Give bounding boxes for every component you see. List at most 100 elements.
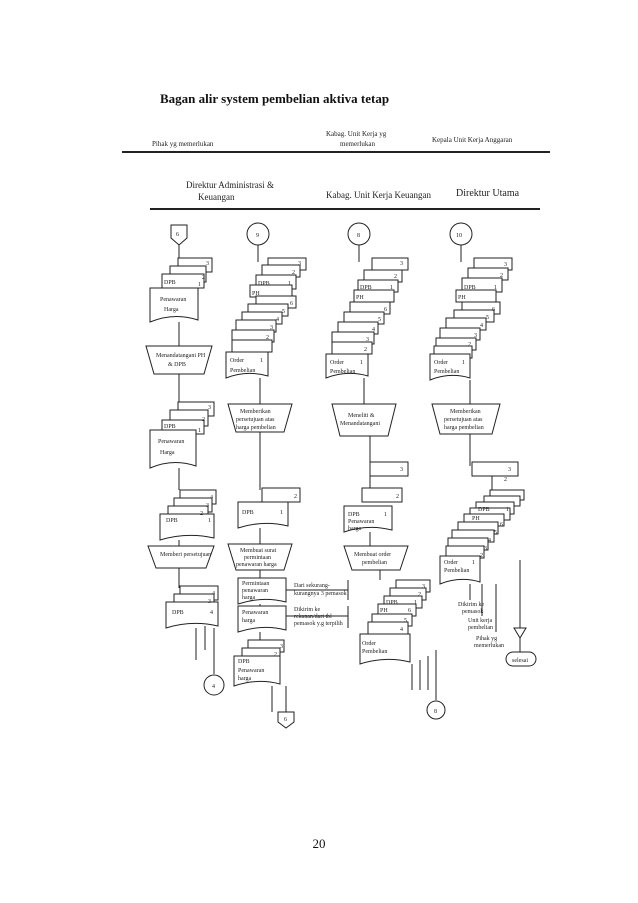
lane-kabag-keuangan xyxy=(325,222,446,720)
copy-number: 1 xyxy=(208,518,211,524)
header-kabag-unit: Kabag. Unit Kerja yg xyxy=(326,130,387,138)
copy-number: 3 xyxy=(508,467,511,473)
doc-label: harga xyxy=(238,676,252,682)
process-label: Menandatangani xyxy=(340,421,380,427)
document-shape xyxy=(225,351,269,379)
annotation: pemasok xyxy=(462,609,483,615)
doc-label: Permintaan xyxy=(242,581,269,587)
lane-header-3: Direktur Utama xyxy=(456,188,520,199)
copy-number: 3 xyxy=(206,503,209,509)
document-shape xyxy=(429,353,471,381)
copy-number: 1 xyxy=(280,510,283,516)
doc-label: DPB xyxy=(360,285,372,291)
connector-label: 4 xyxy=(212,684,215,690)
doc-label: Penawaran xyxy=(242,610,268,616)
process-label: Meneliti & xyxy=(348,413,375,419)
copy-number: 1 xyxy=(390,285,393,291)
copy-number: 1 xyxy=(384,512,387,518)
copy-number: 3 xyxy=(270,325,273,331)
process-label: & DPB xyxy=(168,362,186,368)
doc-label: harga xyxy=(242,595,256,601)
doc-label: Penawaran xyxy=(348,519,374,525)
document-shape xyxy=(237,501,289,529)
doc-label: Pembelian xyxy=(230,368,255,374)
document-shape xyxy=(165,601,219,629)
connector-circle xyxy=(203,674,225,696)
process-shape xyxy=(147,545,215,569)
lane-header-1b: Keuangan xyxy=(198,192,235,202)
annotation: memerlukan xyxy=(474,643,504,649)
document-shape xyxy=(325,353,369,379)
process-label: persetujuan atas xyxy=(444,417,483,423)
doc-label: Order xyxy=(230,358,244,364)
process-label: Memberi persetujuan xyxy=(160,552,211,558)
process-label: persetujuan atas xyxy=(236,417,275,423)
doc-label: Pembelian xyxy=(434,369,459,375)
copy-number: 6 xyxy=(290,301,293,307)
annotation: rekanan/dari tbl xyxy=(294,614,332,620)
process-shape xyxy=(343,545,409,571)
copy-number: 3 xyxy=(298,261,301,267)
copy-number: 5 xyxy=(404,618,407,624)
doc-label: Penawaran xyxy=(160,297,186,303)
copy-number: 4 xyxy=(372,327,375,333)
annotation: pembelian xyxy=(468,625,493,631)
doc-label: PH xyxy=(472,516,480,522)
process-label: Membuat surat xyxy=(240,548,276,554)
annotation: Dikirim ke xyxy=(458,602,484,608)
connector-circle xyxy=(426,700,446,720)
process-label: pembelian xyxy=(362,560,387,566)
copy-number: 5 xyxy=(378,317,381,323)
doc-label: Harga xyxy=(160,450,175,456)
process-label: Membuat order xyxy=(354,552,391,558)
document-shape xyxy=(149,287,199,323)
copy-number: 1 xyxy=(288,281,291,287)
copy-number: 3 xyxy=(206,261,209,267)
page-title: Bagan alir system pembelian aktiva tetap xyxy=(160,91,390,106)
copy-number: 2 xyxy=(396,494,399,500)
copy-number: 6 xyxy=(408,608,411,614)
document-shape xyxy=(439,555,481,585)
copy-number: 2 xyxy=(394,274,397,280)
process-label: Memberikan xyxy=(450,409,481,415)
doc-label: harga xyxy=(348,526,362,532)
copy-number: 3 xyxy=(208,405,211,411)
copy-number: 1 xyxy=(198,282,201,288)
flowchart-labels: Pihak yg memerlukan Kabag. Unit Kerja yg… xyxy=(152,130,528,723)
copy-number: 3 xyxy=(422,584,425,590)
doc-label: Pembelian xyxy=(444,568,469,574)
connector-label: 8 xyxy=(357,233,360,239)
doc-label: DPB xyxy=(164,424,176,430)
doc-label: Penawaran xyxy=(158,439,184,445)
copy-number: 2 xyxy=(480,553,483,559)
copy-number: 2 xyxy=(292,270,295,276)
copy-number: 1 xyxy=(472,560,475,566)
copy-number: 6 xyxy=(384,307,387,313)
terminator-shape xyxy=(505,651,537,667)
document-shape xyxy=(343,505,393,533)
connector-label: 6 xyxy=(176,232,179,238)
annotation: Unit kerja xyxy=(468,618,492,624)
copy-number: 2 xyxy=(202,275,205,281)
copy-number: 2 xyxy=(266,335,269,341)
doc-label: harga xyxy=(242,618,256,624)
copy-number: 3 xyxy=(366,337,369,343)
process-label: permintaan xyxy=(244,555,271,561)
copy-number: 3 xyxy=(504,262,507,268)
copy-number: 3 xyxy=(280,644,283,650)
copy-number: 5 xyxy=(494,530,497,536)
copy-number: 6 xyxy=(500,522,503,528)
copy-number: 2 xyxy=(504,477,507,483)
doc-label: DPB xyxy=(478,507,490,513)
offpage-connector xyxy=(170,224,188,246)
copy-number: 2 xyxy=(500,273,503,279)
header-kepala-unit-anggaran: Kepala Unit Kerja Anggaran xyxy=(432,136,513,144)
document-shape xyxy=(159,513,215,541)
doc-label: Pembelian xyxy=(362,649,387,655)
doc-label: PH xyxy=(458,295,466,301)
doc-label: PH xyxy=(380,608,388,614)
annotation: pemasok y.g terpilih xyxy=(294,621,343,627)
connector-label: 6 xyxy=(284,717,287,723)
document-shape xyxy=(237,577,287,605)
